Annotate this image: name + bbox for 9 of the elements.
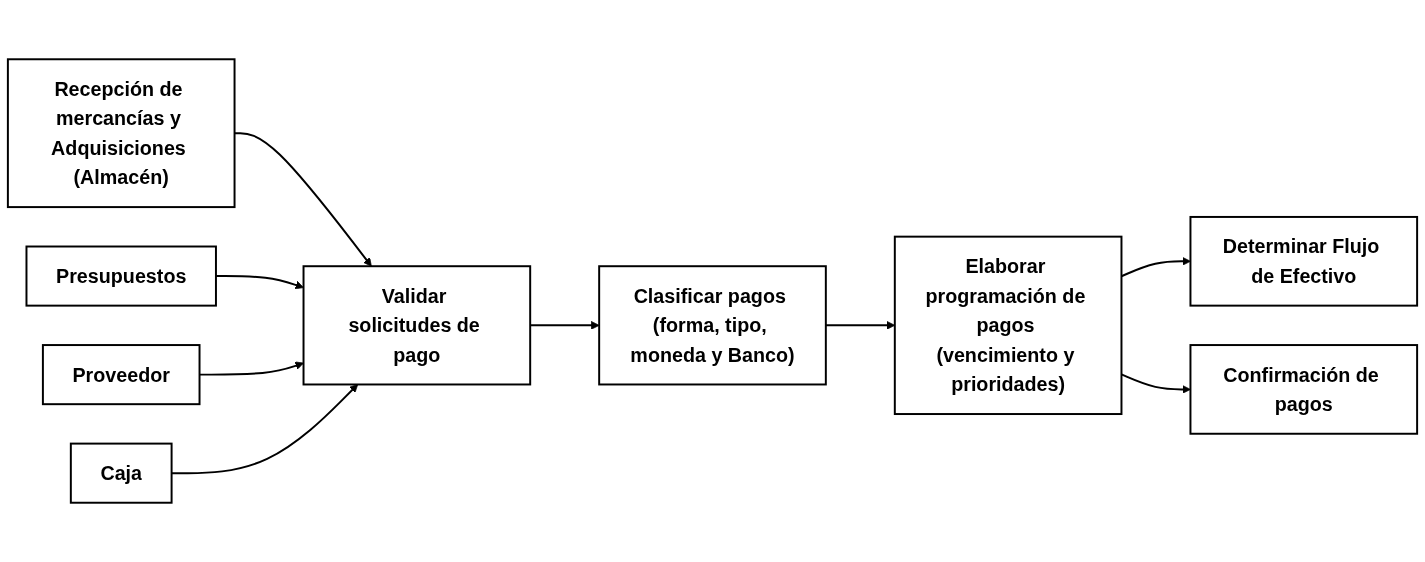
node-box: Validar solicitudes de pago — [302, 265, 532, 386]
node-box: Elaborar programación de pagos (vencimiento y prioridades) — [893, 235, 1123, 416]
node-box: Proveedor — [41, 344, 201, 406]
node-box: Presupuestos — [25, 245, 217, 307]
node-box: Clasificar pagos (forma, tipo, moneda y Banco) — [598, 265, 827, 386]
node-box: Confirmación de pagos — [1189, 344, 1419, 435]
node-box: Recepción de mercancías y Adquisiciones (Almacén) — [6, 58, 236, 209]
node-box: Caja — [69, 442, 173, 504]
node-box: Determinar Flujo de Efectivo — [1189, 215, 1419, 307]
